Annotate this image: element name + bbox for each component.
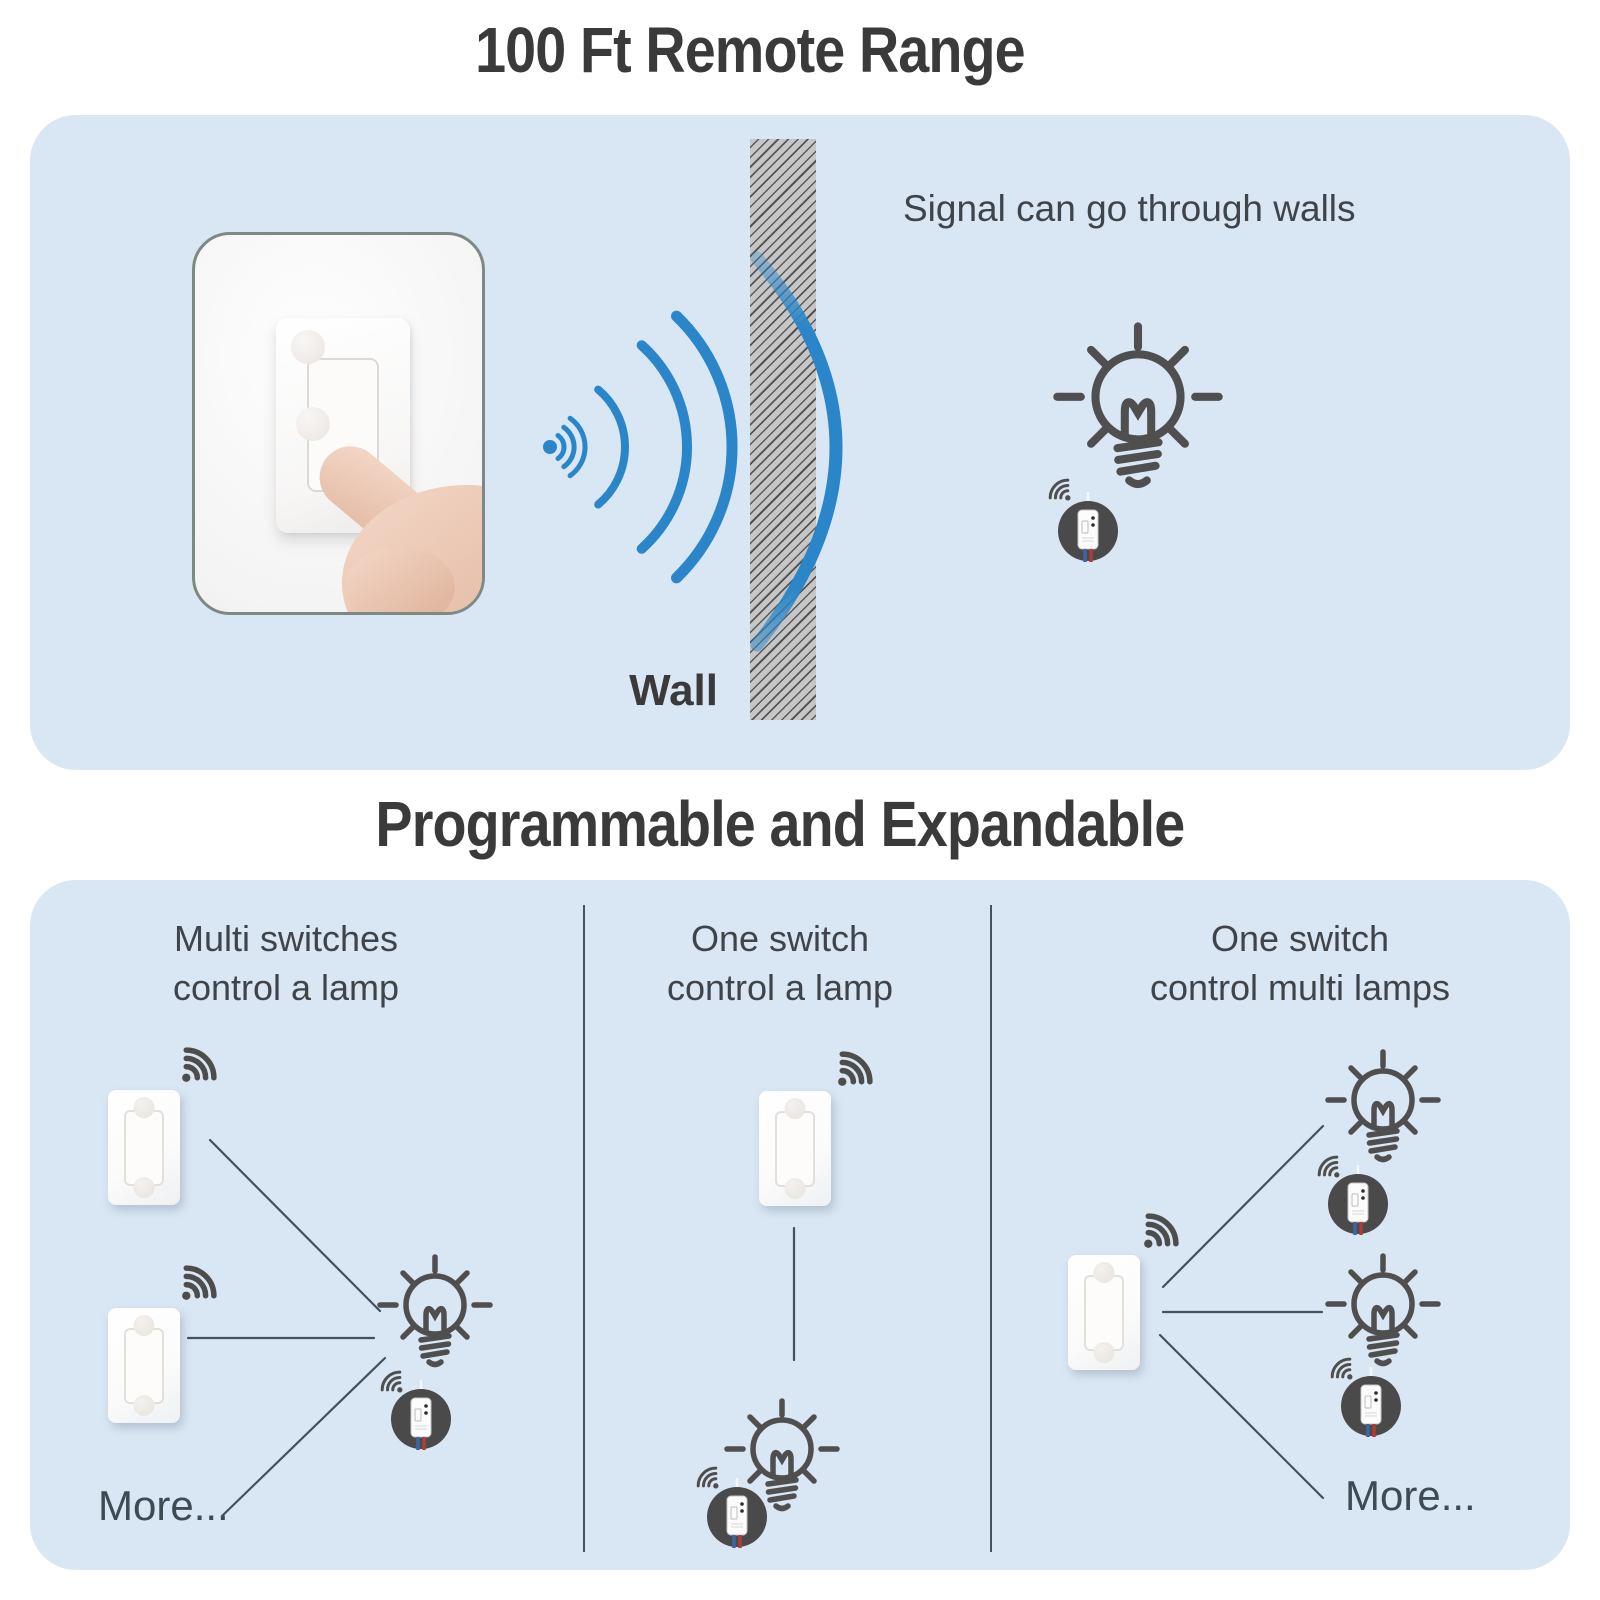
lightbulb-icon bbox=[375, 1252, 495, 1378]
wifi-icon bbox=[1048, 478, 1072, 502]
switch-button-top bbox=[133, 1097, 155, 1118]
page-title-range: 100 Ft Remote Range bbox=[0, 14, 1500, 86]
page-title-expand: Programmable and Expandable bbox=[0, 788, 1560, 860]
more-label: More... bbox=[1345, 1472, 1476, 1519]
wall-label: Wall bbox=[629, 666, 718, 715]
signal-caption: Signal can go through walls bbox=[903, 188, 1356, 229]
switch-button-top bbox=[133, 1315, 155, 1336]
wifi-icon bbox=[834, 1044, 880, 1090]
wifi-icon bbox=[178, 1258, 224, 1304]
column-heading-one-switch-lamp: One switch control a lamp bbox=[666, 918, 894, 1008]
switch-button-bottom bbox=[296, 407, 330, 441]
switch-button-top bbox=[784, 1098, 806, 1119]
wall-hatch bbox=[750, 139, 816, 720]
wall-switch-photo bbox=[192, 232, 485, 615]
switch-button-top bbox=[1093, 1262, 1115, 1283]
switch-button-bottom bbox=[784, 1178, 806, 1199]
switch-rocker bbox=[124, 1327, 164, 1404]
wall-switch-illustration bbox=[108, 1308, 180, 1423]
wifi-icon bbox=[1317, 1155, 1341, 1179]
switch-button-top bbox=[291, 330, 325, 364]
wifi-icon bbox=[696, 1466, 720, 1490]
wall-switch-illustration bbox=[1068, 1255, 1140, 1370]
wall-switch-illustration bbox=[759, 1091, 831, 1206]
wifi-icon bbox=[380, 1370, 404, 1394]
wifi-icon bbox=[1330, 1357, 1354, 1381]
wall-switch-illustration bbox=[108, 1090, 180, 1205]
switch-plate bbox=[276, 318, 410, 533]
column-divider-2 bbox=[990, 905, 992, 1552]
page-title-expand-text: Programmable and Expandable bbox=[375, 788, 1186, 860]
page-title-range-text: 100 Ft Remote Range bbox=[475, 14, 1026, 86]
switch-rocker bbox=[775, 1110, 815, 1187]
switch-rocker bbox=[1084, 1274, 1124, 1351]
pressing-finger bbox=[319, 446, 482, 612]
column-divider-1 bbox=[583, 905, 585, 1552]
more-label: More... bbox=[98, 1482, 229, 1529]
column-heading-multi-switches: Multi switches control a lamp bbox=[172, 918, 400, 1008]
switch-button-bottom bbox=[133, 1177, 155, 1198]
column-heading-one-switch-multi: One switch control multi lamps bbox=[1149, 918, 1451, 1008]
switch-rocker bbox=[124, 1109, 164, 1186]
lightbulb-icon bbox=[1050, 319, 1226, 504]
wifi-icon bbox=[1140, 1206, 1186, 1252]
wifi-icon bbox=[178, 1040, 224, 1086]
switch-button-bottom bbox=[1093, 1342, 1115, 1363]
switch-button-bottom bbox=[133, 1395, 155, 1416]
